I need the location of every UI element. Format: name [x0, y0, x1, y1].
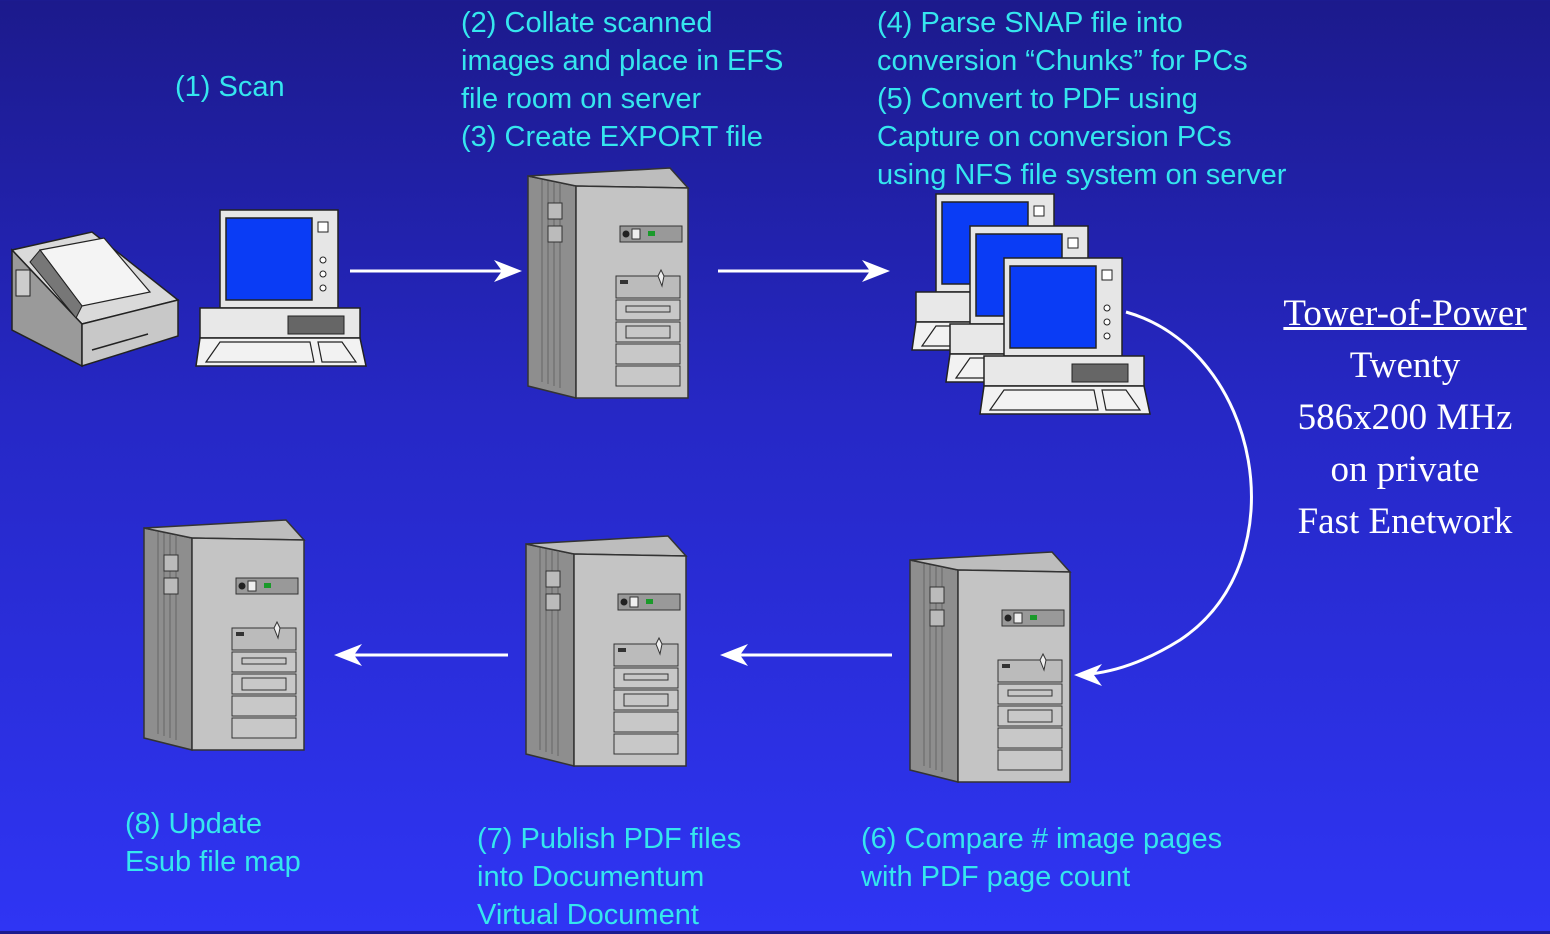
step-text-line: (8) Update — [125, 808, 263, 840]
desktop-computer-icon — [195, 209, 367, 367]
tower-server-icon — [525, 535, 687, 767]
step-text-line: (7) Publish PDF files — [477, 823, 742, 855]
note-line: on private — [1330, 449, 1480, 490]
note-line: Fast Enetwork — [1297, 501, 1513, 542]
scanner-icon — [10, 231, 180, 368]
step-text-line: (1) Scan — [175, 71, 285, 103]
tower-server-icon — [909, 551, 1071, 783]
step-text-line: conversion “Chunks” for PCs — [877, 45, 1248, 77]
arrow-compare-to-publish — [720, 644, 892, 666]
note-line: Twenty — [1349, 345, 1461, 386]
tower-server-icon — [143, 519, 305, 751]
step-7-label: (7) Publish PDF files into Documentum Vi… — [477, 820, 741, 934]
computer-stack-icon — [911, 193, 1151, 415]
arrow-pcs-to-compare — [1074, 310, 1253, 686]
step-text-line: file room on server — [461, 83, 702, 115]
step-text-line: (2) Collate scanned — [461, 7, 713, 39]
step-text-line: using NFS file system on server — [877, 159, 1287, 191]
step-text-line: with PDF page count — [861, 861, 1131, 893]
step-4-5-label: (4) Parse SNAP file into conversion “Chu… — [877, 4, 1286, 194]
step-text-line: images and place in EFS — [461, 45, 784, 77]
step-text-line: Esub file map — [125, 846, 301, 878]
step-text-line: (3) Create EXPORT file — [461, 121, 763, 153]
arrow-server-to-pcs — [718, 260, 890, 282]
step-text-line: (4) Parse SNAP file into — [877, 7, 1183, 39]
step-text-line: Capture on conversion PCs — [877, 121, 1232, 153]
note-title: Tower-of-Power — [1283, 293, 1527, 334]
tower-of-power-note: Tower-of-Power Twenty 586x200 MHz on pri… — [1250, 288, 1550, 548]
step-6-label: (6) Compare # image pages with PDF page … — [861, 820, 1222, 896]
tower-server-icon — [527, 167, 689, 399]
step-2-3-label: (2) Collate scanned images and place in … — [461, 4, 783, 156]
note-line: 586x200 MHz — [1297, 397, 1513, 438]
arrow-publish-to-update — [334, 644, 508, 666]
step-text-line: (6) Compare # image pages — [861, 823, 1223, 855]
step-text-line: (5) Convert to PDF using — [877, 83, 1198, 115]
step-text-line: into Documentum — [477, 861, 705, 893]
step-text-line: Virtual Document — [477, 899, 699, 931]
step-8-label: (8) Update Esub file map — [125, 805, 301, 881]
step-1-label: (1) Scan — [175, 68, 285, 106]
arrow-scan-to-server — [350, 260, 522, 282]
